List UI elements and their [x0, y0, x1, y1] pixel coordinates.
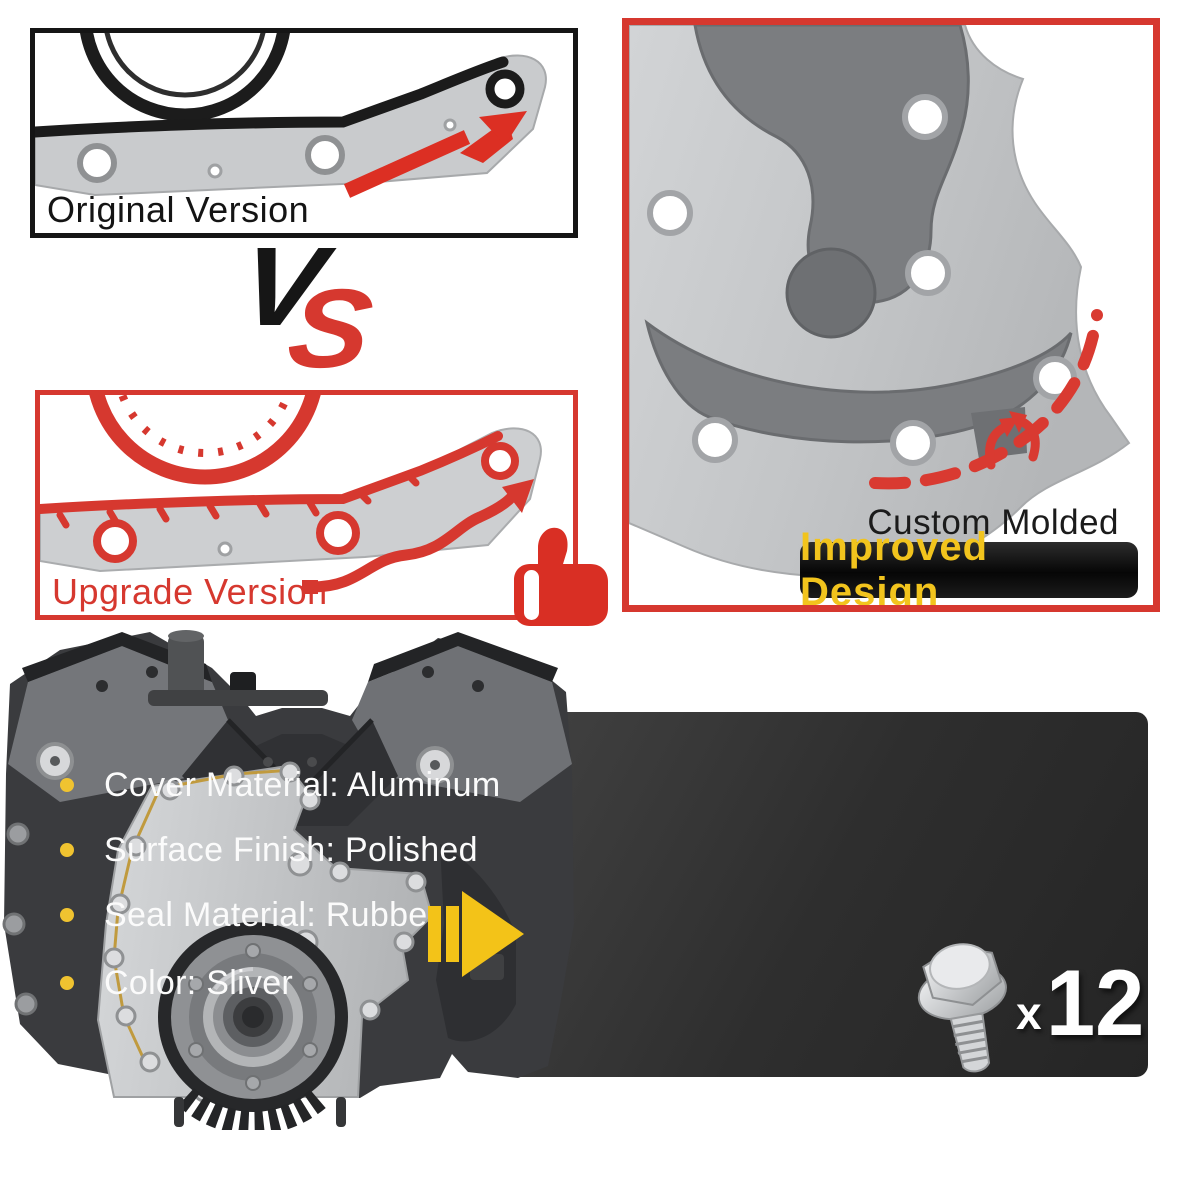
feature-text: Seal Material: Rubber: [104, 896, 440, 934]
original-gasket-photo: [35, 33, 547, 198]
feature-item-cover-material: Cover Material: Aluminum: [60, 765, 500, 805]
feature-item-surface-finish: Surface Finish: Polished: [60, 830, 478, 870]
engine-photo: [2, 630, 574, 1130]
feature-item-seal-material: Seal Material: Rubber: [60, 895, 439, 935]
red-arrow-icon: [343, 111, 527, 198]
upgrade-gasket-photo: [40, 395, 542, 594]
feature-text: Surface Finish: Polished: [104, 831, 478, 869]
hardware-count: 12: [1046, 950, 1145, 1055]
improved-design-badge: Improved Design: [800, 525, 1138, 605]
versus-mark: V S: [233, 224, 415, 410]
original-version-box: Original Version: [30, 28, 578, 238]
custom-molded-caption: Custom Molded: [867, 503, 1119, 542]
feature-item-color: Color: Sliver: [60, 963, 293, 1003]
improved-design-box: Custom Molded Improved Design: [622, 18, 1160, 612]
feature-text: Color: Sliver: [104, 964, 294, 1002]
fast-forward-arrow-icon: [428, 891, 524, 977]
bullet-dot-icon: [60, 843, 74, 857]
upgrade-version-box: Upgrade Version: [35, 390, 578, 620]
bullet-dot-icon: [60, 976, 74, 990]
bullet-dot-icon: [60, 778, 74, 792]
thumbs-up-icon: [514, 527, 608, 626]
upgrade-version-label: Upgrade Version: [52, 571, 328, 613]
dashed-outline-icon: [869, 309, 1103, 490]
versus-s: S: [281, 266, 380, 391]
bullet-dot-icon: [60, 908, 74, 922]
bolt-icon: [917, 943, 1007, 1073]
features-panel: [505, 712, 1148, 1077]
curved-red-arrow-icon: [302, 479, 534, 594]
original-version-label: Original Version: [47, 189, 310, 231]
feature-text: Cover Material: Aluminum: [104, 766, 501, 804]
improved-design-badge-text: Improved Design: [800, 525, 989, 612]
cover-closeup-photo: [629, 25, 1131, 578]
hardware-multiplier: x: [1016, 987, 1042, 1039]
